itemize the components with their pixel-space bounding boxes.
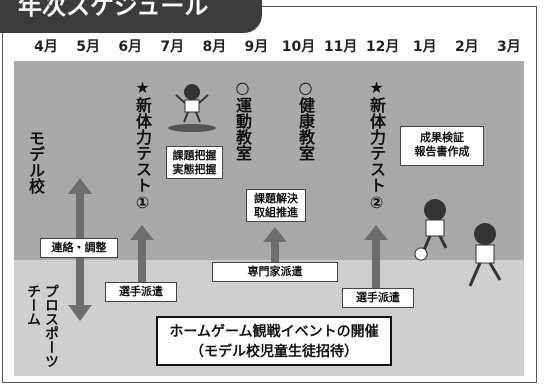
month-label: 2月 [454, 39, 479, 55]
kid-with-ball-illustration [414, 199, 448, 261]
box-expert-dispatch: 専門家派遣 [212, 262, 338, 282]
month-label: 4月 [34, 39, 58, 55]
event-fitness-test-2: ★新体力テスト② [367, 78, 386, 212]
box-liaison: 連絡・調整 [40, 238, 118, 258]
event-health-class: ○健康教室 [296, 78, 315, 161]
page-title: 年次スケジュール [18, 0, 209, 20]
up-arrow-kadai [263, 227, 287, 262]
running-kid-illustration [468, 223, 502, 287]
month-label: 1月 [412, 39, 437, 55]
home-game-event-box: ホームゲーム観戦イベントの開催 （モデル校児童生徒招待） [156, 316, 392, 366]
up-arrow-senshu2 [364, 225, 388, 292]
month-label: 11月 [323, 39, 358, 55]
month-label: 9月 [244, 39, 269, 55]
box-issue-solving: 課題解決 取組推進 [246, 189, 306, 222]
event-box-line2: （モデル校児童生徒招待） [190, 344, 358, 360]
event-fitness-test-1: ★新体力テスト① [133, 78, 152, 212]
month-label: 5月 [76, 39, 100, 55]
up-arrow-senshu1 [130, 225, 154, 292]
box-result-report: 成果検証 報告書作成 [400, 126, 484, 166]
month-label: 3月 [497, 39, 521, 55]
row-label-model-school: モデル校 [26, 130, 45, 194]
box-player-dispatch-2: 選手派遣 [342, 288, 414, 308]
month-label: 8月 [202, 39, 227, 55]
event-box-line1: ホームゲーム観戦イベントの開催 [169, 324, 379, 340]
box-issue-grasp: 課題把握 実態把握 [166, 146, 223, 179]
jumping-kid-illustration [168, 84, 216, 132]
event-sports-class: ○運動教室 [233, 78, 252, 161]
box-player-dispatch-1: 選手派遣 [105, 282, 177, 302]
month-header: 4月 5月 6月 7月 8月 9月 10月 11月 12月 1月 2月 3月 [25, 34, 530, 60]
month-label: 7月 [160, 39, 185, 55]
month-label: 12月 [365, 39, 400, 55]
month-label: 10月 [281, 39, 316, 55]
row-label-pro-team: プロスポーツチーム [25, 284, 59, 368]
month-label: 6月 [118, 39, 143, 55]
title-tab: 年次スケジュール [0, 0, 262, 33]
